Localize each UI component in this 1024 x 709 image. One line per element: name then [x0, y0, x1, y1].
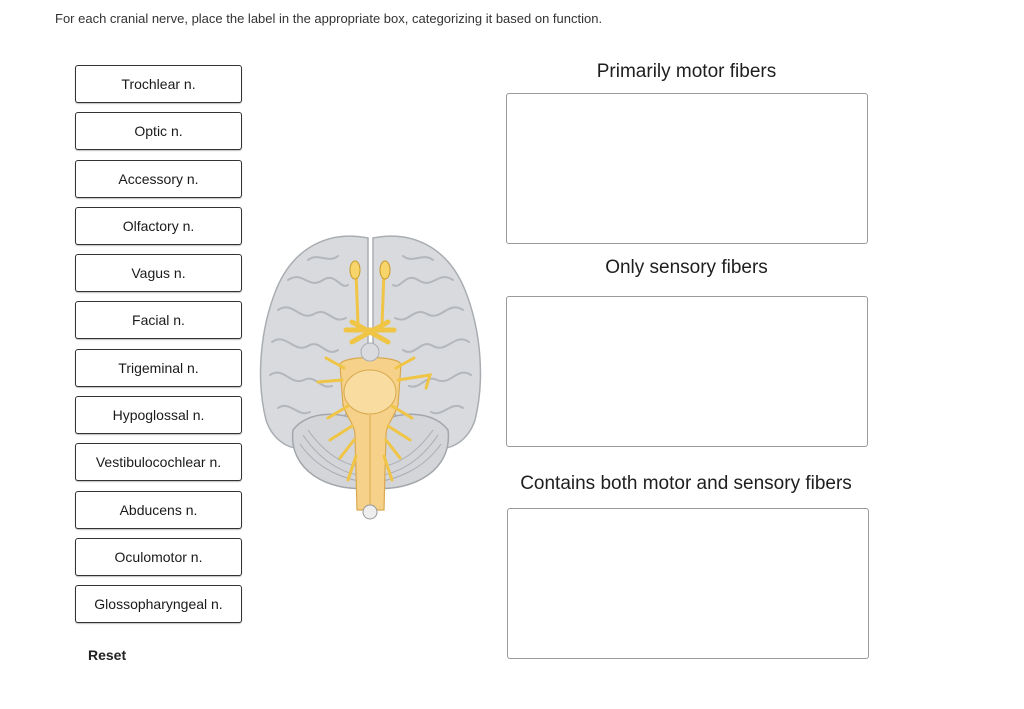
- label-vestibulocochlear[interactable]: Vestibulocochlear n.: [75, 443, 242, 482]
- brain-illustration: [259, 235, 482, 520]
- label-bank: Trochlear n. Optic n. Accessory n. Olfac…: [75, 65, 242, 633]
- label-facial[interactable]: Facial n.: [75, 301, 242, 340]
- drop-zone-sensory[interactable]: [506, 296, 868, 447]
- category-title-mixed: Contains both motor and sensory fibers: [520, 473, 852, 494]
- category-title-motor: Primarily motor fibers: [596, 61, 777, 82]
- reset-button[interactable]: Reset: [88, 647, 127, 663]
- label-olfactory[interactable]: Olfactory n.: [75, 206, 242, 245]
- instructions-text: For each cranial nerve, place the label …: [55, 11, 603, 26]
- label-oculomotor[interactable]: Oculomotor n.: [75, 537, 242, 576]
- label-hypoglossal[interactable]: Hypoglossal n.: [75, 396, 242, 435]
- label-trochlear[interactable]: Trochlear n.: [75, 65, 242, 103]
- label-abducens[interactable]: Abducens n.: [75, 490, 242, 529]
- label-glossopharyngeal[interactable]: Glossopharyngeal n.: [75, 585, 242, 624]
- drop-zone-motor[interactable]: [506, 93, 868, 244]
- label-vagus[interactable]: Vagus n.: [75, 254, 242, 293]
- label-optic[interactable]: Optic n.: [75, 112, 242, 151]
- label-trigeminal[interactable]: Trigeminal n.: [75, 348, 242, 387]
- category-title-sensory: Only sensory fibers: [605, 257, 768, 278]
- label-accessory[interactable]: Accessory n.: [75, 159, 242, 198]
- drop-zone-mixed[interactable]: [507, 508, 869, 659]
